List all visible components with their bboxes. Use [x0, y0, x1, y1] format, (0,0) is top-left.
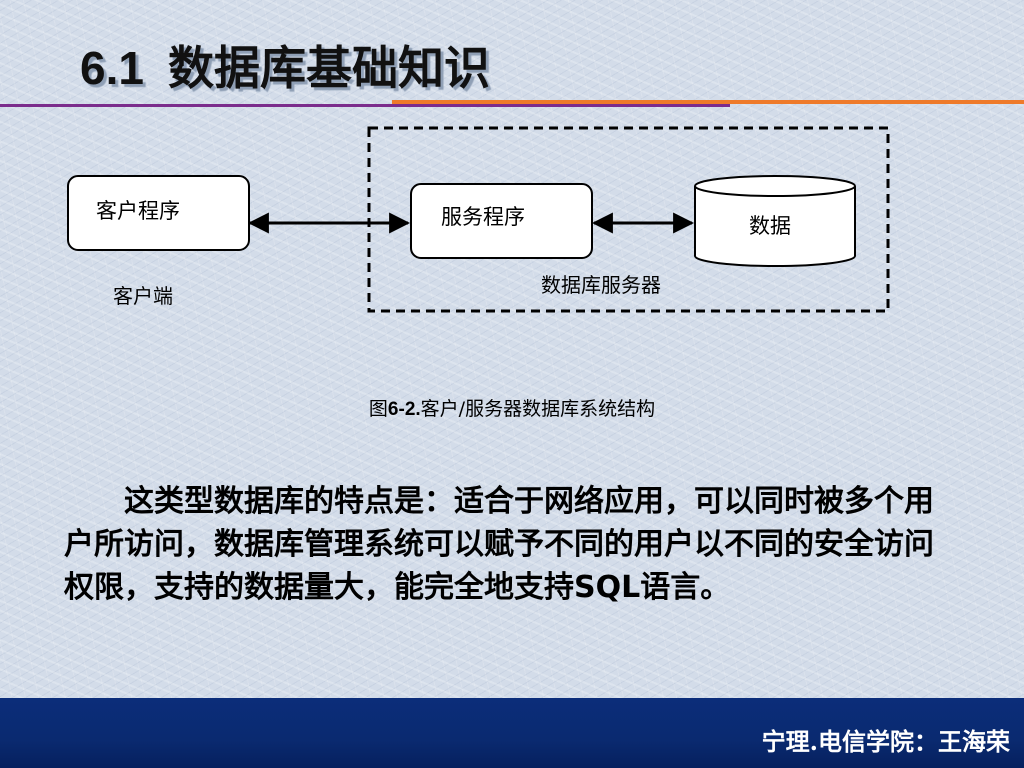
data-cylinder — [694, 186, 856, 267]
body-paragraph: 这类型数据库的特点是：适合于网络应用，可以同时被多个用户所访问，数据库管理系统可… — [64, 484, 934, 605]
client-program-label: 客户程序 — [96, 199, 180, 223]
section-number: 6.1 — [80, 42, 144, 94]
title-rule-orange — [392, 100, 1024, 104]
section-title: 数据库基础知识 — [167, 41, 490, 95]
caption-number: 6-2. — [387, 399, 421, 420]
server-program-label: 服务程序 — [441, 205, 525, 229]
figure-caption: 图6-2.客户/服务器数据库系统结构 — [0, 394, 1024, 421]
caption-prefix: 图 — [368, 398, 388, 420]
db-server-label: 数据库服务器 — [541, 273, 661, 297]
footer-credit: 宁理.电信学院：王海荣 — [761, 727, 1010, 756]
slide-title: 6.1 数据库基础知识 — [80, 32, 490, 98]
data-cylinder-top — [694, 175, 856, 197]
footer-bar — [0, 698, 1024, 768]
client-side-label: 客户端 — [113, 284, 173, 308]
title-rule-purple — [0, 104, 730, 107]
caption-text: 客户/服务器数据库系统结构 — [420, 398, 656, 420]
data-label: 数据 — [749, 214, 791, 238]
client-server-diagram: 客户程序 客户端 服务程序 数据 数据库服务器 — [67, 126, 890, 313]
